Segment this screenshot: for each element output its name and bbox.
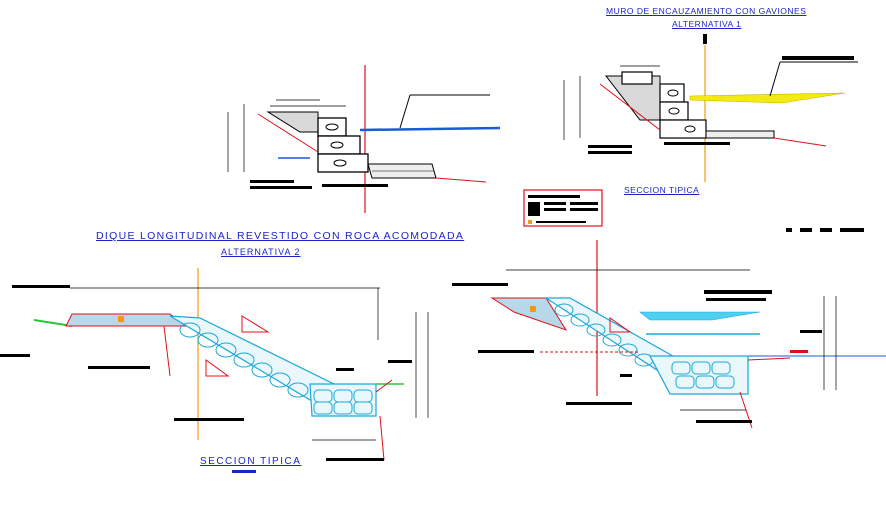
rock-toe [309, 383, 377, 417]
scale-bar [786, 228, 864, 232]
gabion-box [317, 117, 347, 137]
water-level [359, 126, 501, 132]
label-seccion-tipica-top: SECCION TIPICA [624, 185, 700, 195]
terrain-line [435, 177, 487, 183]
stone-symbol [333, 159, 347, 167]
section-bottom-right [452, 240, 886, 429]
section-bottom-left [0, 268, 429, 473]
water-fill-yellow [689, 92, 846, 104]
rock-toe [649, 355, 749, 395]
embankment-fill [490, 297, 568, 331]
title-dique-longitudinal: DIQUE LONGITUDINAL REVESTIDO CON ROCA AC… [96, 230, 465, 242]
rock-slope [169, 315, 336, 401]
leader-line [769, 61, 781, 97]
gabion-box [659, 83, 685, 103]
leader-line [399, 94, 411, 129]
terrain-line [257, 113, 319, 153]
fill-wedge [266, 111, 319, 133]
title-muro-gaviones: MURO DE ENCAUZAMIENTO CON GAVIONES [606, 6, 807, 16]
gabion-box [317, 135, 361, 155]
terrain-line [773, 137, 827, 147]
stone-symbol [330, 141, 344, 149]
label-alternativa-2: ALTERNATIVA 2 [221, 247, 301, 257]
embankment-fill [65, 313, 188, 327]
gabion-box [621, 71, 653, 85]
section-top-right [563, 34, 858, 182]
terrain-line [599, 83, 661, 131]
section-top-center [227, 65, 501, 213]
ground-line-green [33, 319, 73, 327]
stone-symbol [325, 123, 339, 131]
rock-blocks [554, 303, 654, 367]
label-seccion-tipica-bottom: SECCION TIPICA [200, 456, 302, 467]
gabion-box [659, 119, 707, 139]
gabion-box [659, 101, 689, 121]
gabion-apron [705, 130, 775, 139]
rock-blocks [179, 322, 309, 398]
gabion-box [317, 153, 369, 173]
label-alternativa-1: ALTERNATIVA 1 [672, 19, 742, 29]
water-fill-cyan [639, 311, 761, 321]
legend-box [523, 189, 603, 227]
